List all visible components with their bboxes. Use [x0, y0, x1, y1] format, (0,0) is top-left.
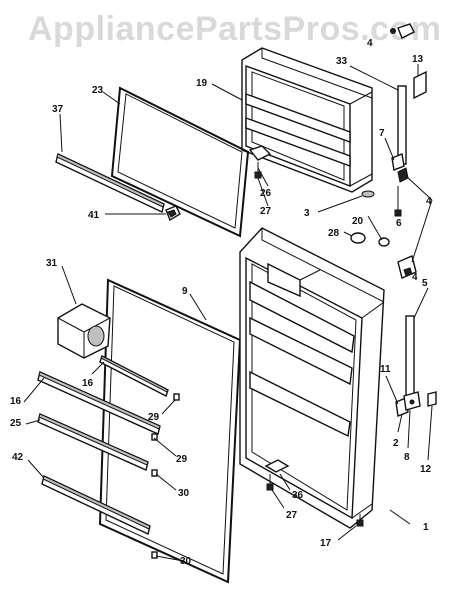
- callout-36: 36: [292, 490, 304, 501]
- callout-4-top: 4: [367, 38, 373, 49]
- callout-27-bottom: 27: [286, 510, 298, 521]
- rail-end-caps: [151, 393, 180, 559]
- callout-12: 12: [420, 464, 432, 475]
- watermark: AppliancePartsPros.com: [28, 10, 442, 48]
- callout-5: 5: [422, 278, 428, 289]
- shelf-rail-18: [37, 371, 161, 435]
- callout-28: 28: [328, 228, 340, 239]
- freezer-gasket: [110, 86, 250, 238]
- butter-compartment-door: [57, 303, 111, 359]
- freezer-trim-strip: [55, 153, 165, 213]
- callout-30-upper: 30: [178, 488, 190, 499]
- callout-6: 6: [396, 218, 402, 229]
- callout-30-lower: 30: [180, 556, 192, 567]
- callout-7: 7: [379, 128, 385, 139]
- callout-8: 8: [404, 452, 410, 463]
- callout-27-top: 27: [260, 206, 272, 217]
- fresh-food-door: [239, 227, 385, 529]
- callout-labels: 1 2 3 4 4 4 5 6 7 8 9 11 12 13 16 16 17 …: [10, 38, 432, 567]
- callout-11: 11: [380, 364, 391, 375]
- shelf-rail-42: [41, 475, 151, 535]
- callout-37: 37: [52, 104, 64, 115]
- callout-26: 26: [260, 188, 272, 199]
- callout-23: 23: [92, 85, 104, 96]
- callout-16-left: 16: [10, 396, 22, 407]
- callout-9: 9: [182, 286, 188, 297]
- shelf-rail-25: [37, 413, 149, 471]
- callout-25: 25: [10, 418, 22, 429]
- callout-16-rail: 16: [82, 378, 94, 389]
- callout-2: 2: [393, 438, 399, 449]
- callout-3: 3: [304, 208, 310, 219]
- callout-29-upper: 29: [148, 412, 160, 423]
- fresh-food-gasket: [98, 278, 242, 584]
- callout-19: 19: [196, 78, 208, 89]
- leader-lines: [23, 64, 433, 561]
- callout-1: 1: [423, 522, 429, 533]
- callout-31: 31: [46, 258, 58, 269]
- shelf-rail-16: [99, 355, 169, 397]
- callout-17: 17: [320, 538, 332, 549]
- callout-41: 41: [88, 210, 100, 221]
- callout-13: 13: [412, 54, 424, 65]
- callout-20: 20: [352, 216, 364, 227]
- trim-bracket: [165, 205, 181, 222]
- callout-4-lower: 4: [412, 272, 418, 283]
- freezer-door: [241, 47, 373, 193]
- callout-4-mid: 4: [426, 196, 432, 207]
- callout-33: 33: [336, 56, 348, 67]
- callout-29-lower: 29: [176, 454, 188, 465]
- callout-42: 42: [12, 452, 24, 463]
